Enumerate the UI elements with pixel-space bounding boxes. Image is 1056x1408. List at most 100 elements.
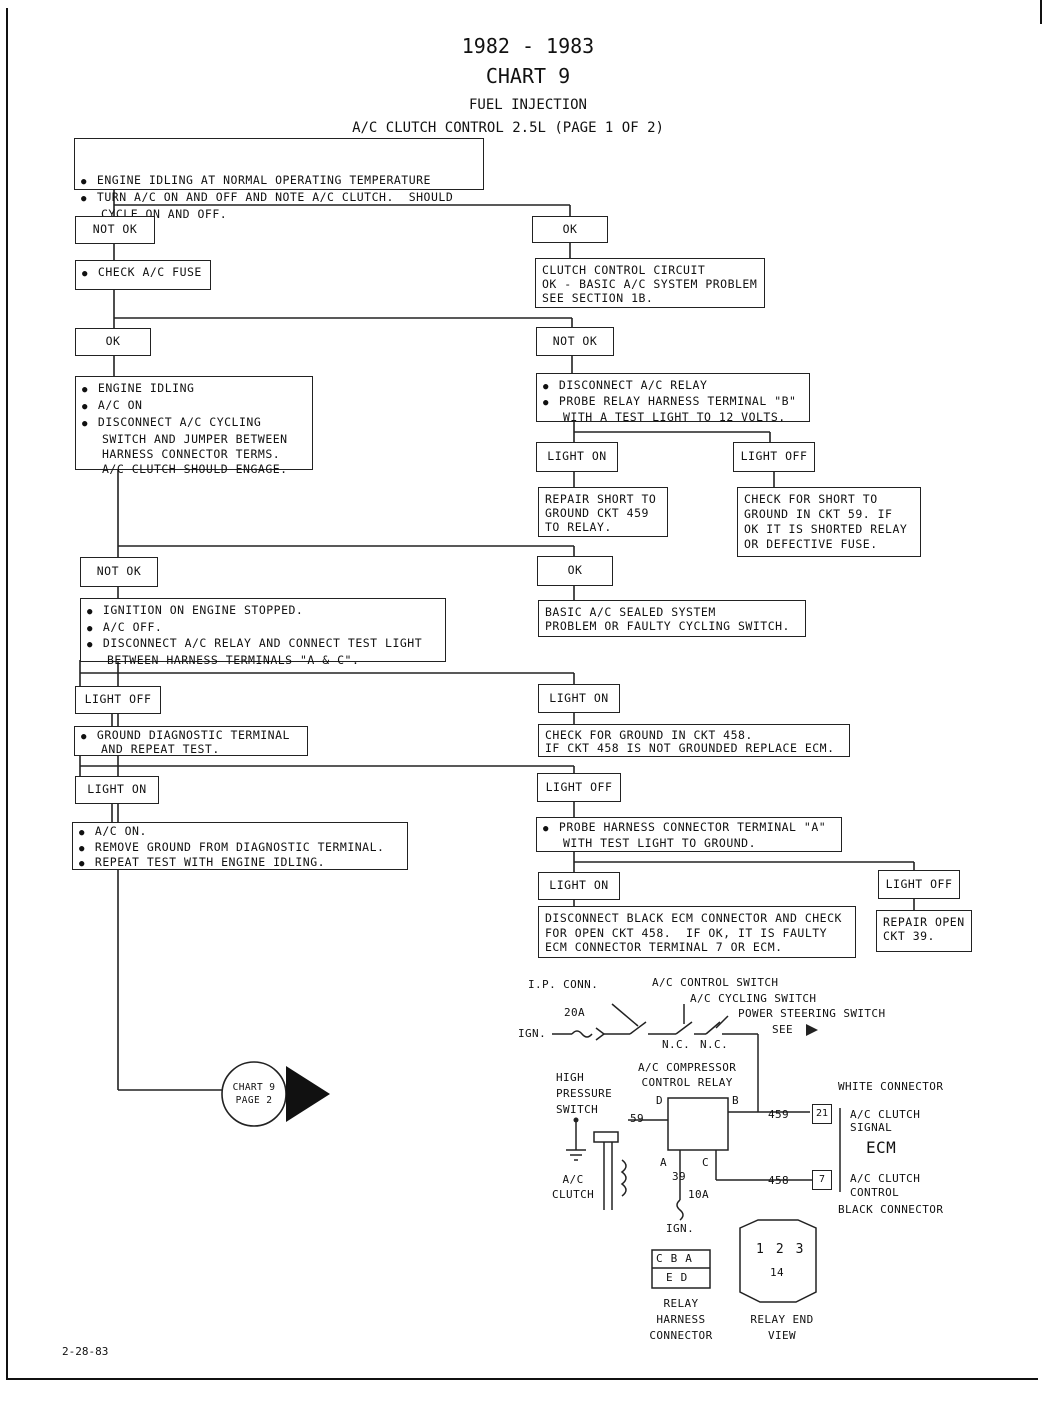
start-line-2: TURN A/C ON AND OFF AND NOTE A/C CLUTCH.…: [81, 190, 477, 207]
not-ok-2: NOT OK: [536, 327, 614, 356]
db-l3: ECM CONNECTOR TERMINAL 7 OR ECM.: [545, 940, 783, 954]
ok-3: OK: [537, 556, 613, 586]
pr-l1: CHART 9: [232, 1082, 276, 1093]
bs-l1: BASIC A/C SEALED SYSTEM: [545, 605, 716, 619]
re-l1: RELAY END: [750, 1313, 814, 1326]
rs-l3: TO RELAY.: [545, 520, 612, 534]
hpb-d: D: [680, 1271, 696, 1284]
hpt-b: B: [670, 1252, 686, 1265]
ckt-39-label: 39: [672, 1170, 687, 1183]
acc-l1: A/C CLUTCH: [850, 1172, 921, 1185]
acs-l1: A/C CLUTCH: [850, 1108, 921, 1121]
rep-2: 2: [775, 1242, 796, 1257]
dr-l2: PROBE RELAY HARNESS TERMINAL "B": [543, 394, 803, 410]
io-l2: A/C OFF.: [87, 620, 439, 637]
term-d-label: D: [656, 1094, 664, 1107]
relay-end-pin-14: 14: [770, 1266, 785, 1279]
ac-cycling-switch-label: A/C CYCLING SWITCH: [690, 992, 817, 1005]
ok-2: OK: [75, 328, 151, 356]
cg-l2: IF CKT 458 IS NOT GROUNDED REPLACE ECM.: [545, 741, 835, 755]
ignition-on-step: IGNITION ON ENGINE STOPPED.A/C OFF.DISCO…: [80, 598, 446, 667]
disconnect-relay-step: DISCONNECT A/C RELAYPROBE RELAY HARNESS …: [536, 373, 810, 424]
ao-l3: REPEAT TEST WITH ENGINE IDLING.: [79, 855, 401, 872]
ckt-459-label: 459: [768, 1108, 790, 1121]
ac-l1: A/C: [562, 1173, 584, 1186]
hpt-c: C: [656, 1252, 671, 1265]
light-off-3: LIGHT OFF: [537, 773, 621, 802]
relay-title: A/C COMPRESSOR CONTROL RELAY: [638, 1060, 736, 1090]
page-2-connector[interactable]: CHART 9 PAGE 2: [232, 1081, 276, 1107]
light-off-1: LIGHT OFF: [733, 442, 815, 472]
rh-l1: RELAY: [663, 1297, 699, 1310]
fuse-10a-label: 10A: [688, 1188, 710, 1201]
revision-date: 2-28-83: [62, 1345, 109, 1358]
ei-l5: HARNESS CONNECTOR TERMS.: [102, 447, 281, 461]
hp-l2: PRESSURE: [556, 1087, 613, 1100]
light-on-3: LIGHT ON: [75, 776, 159, 804]
harness-pins-top: CBA: [656, 1252, 700, 1265]
ao-l2: REMOVE GROUND FROM DIAGNOSTIC TERMINAL.: [79, 840, 401, 857]
cs-l1: CHECK FOR SHORT TO: [744, 492, 878, 506]
relay-end-pins: 123: [756, 1242, 815, 1257]
io-l1: IGNITION ON ENGINE STOPPED.: [87, 603, 439, 620]
ro-l2: CKT 39.: [883, 929, 935, 943]
light-on-4: LIGHT ON: [538, 872, 620, 900]
ign-label: IGN.: [518, 1027, 547, 1040]
clutch-ok-l1: CLUTCH CONTROL CIRCUIT: [542, 263, 706, 277]
light-off-2: LIGHT OFF: [75, 686, 161, 714]
ei-l3: DISCONNECT A/C CYCLING: [82, 415, 306, 432]
rs-l2: GROUND CKT 459: [545, 506, 649, 520]
rep-3: 3: [795, 1242, 816, 1257]
ac-l2: CLUTCH: [552, 1188, 595, 1201]
ph-l1: PROBE HARNESS CONNECTOR TERMINAL "A": [543, 820, 835, 836]
light-off-4: LIGHT OFF: [878, 870, 960, 899]
hpb-e: E: [666, 1271, 681, 1284]
io-l4: BETWEEN HARNESS TERMINALS "A & C".: [107, 652, 360, 667]
power-steering-switch-label: POWER STEERING SWITCH: [738, 1007, 886, 1020]
dr-l1: DISCONNECT A/C RELAY: [543, 378, 803, 394]
chart-subtitle: FUEL INJECTION: [468, 97, 587, 113]
pin-21: 21: [812, 1104, 832, 1124]
rh-l3: CONNECTOR: [649, 1329, 713, 1342]
ip-conn-label: I.P. CONN.: [528, 978, 599, 991]
io-l3: DISCONNECT A/C RELAY AND CONNECT TEST LI…: [87, 636, 439, 653]
chart-years: 1982 - 1983: [461, 34, 595, 58]
ckt-59-label: 59: [630, 1112, 645, 1125]
rt-l1: A/C COMPRESSOR: [638, 1061, 737, 1074]
disconnect-black-step: DISCONNECT BLACK ECM CONNECTOR AND CHECK…: [538, 906, 856, 958]
rep-1: 1: [756, 1242, 776, 1257]
light-on-1: LIGHT ON: [536, 442, 618, 472]
chart-caption: A/C CLUTCH CONTROL 2.5L (PAGE 1 OF 2): [352, 120, 664, 136]
chart-number: CHART 9: [485, 64, 571, 88]
pr-l2: PAGE 2: [235, 1095, 273, 1106]
rt-l2: CONTROL RELAY: [641, 1076, 733, 1089]
see-label: SEE: [772, 1023, 794, 1036]
gd-l2: AND REPEAT TEST.: [101, 742, 220, 756]
check-ground-step: CHECK FOR GROUND IN CKT 458.IF CKT 458 I…: [538, 724, 850, 757]
ecm-label: ECM: [866, 1138, 897, 1157]
ckt-458-label: 458: [768, 1174, 790, 1187]
db-l1: DISCONNECT BLACK ECM CONNECTOR AND CHECK: [545, 911, 842, 925]
ei-l6: A/C CLUTCH SHOULD ENGAGE.: [102, 462, 288, 476]
nc-label-1: N.C.: [662, 1038, 691, 1051]
db-l2: FOR OPEN CKT 458. IF OK, IT IS FAULTY: [545, 925, 828, 940]
ao-l1: A/C ON.: [79, 824, 401, 841]
light-on-2: LIGHT ON: [538, 684, 620, 713]
re-l2: VIEW: [767, 1329, 797, 1342]
start-line-1: ENGINE IDLING AT NORMAL OPERATING TEMPER…: [81, 173, 477, 190]
ac-control-switch-label: A/C CONTROL SWITCH: [652, 976, 779, 989]
gd-l1: GROUND DIAGNOSTIC TERMINAL: [81, 729, 301, 743]
acc-l2: CONTROL: [850, 1186, 900, 1199]
rh-l2: HARNESS: [656, 1313, 706, 1326]
hpt-a: A: [685, 1252, 700, 1265]
ro-l1: REPAIR OPEN: [883, 915, 965, 929]
